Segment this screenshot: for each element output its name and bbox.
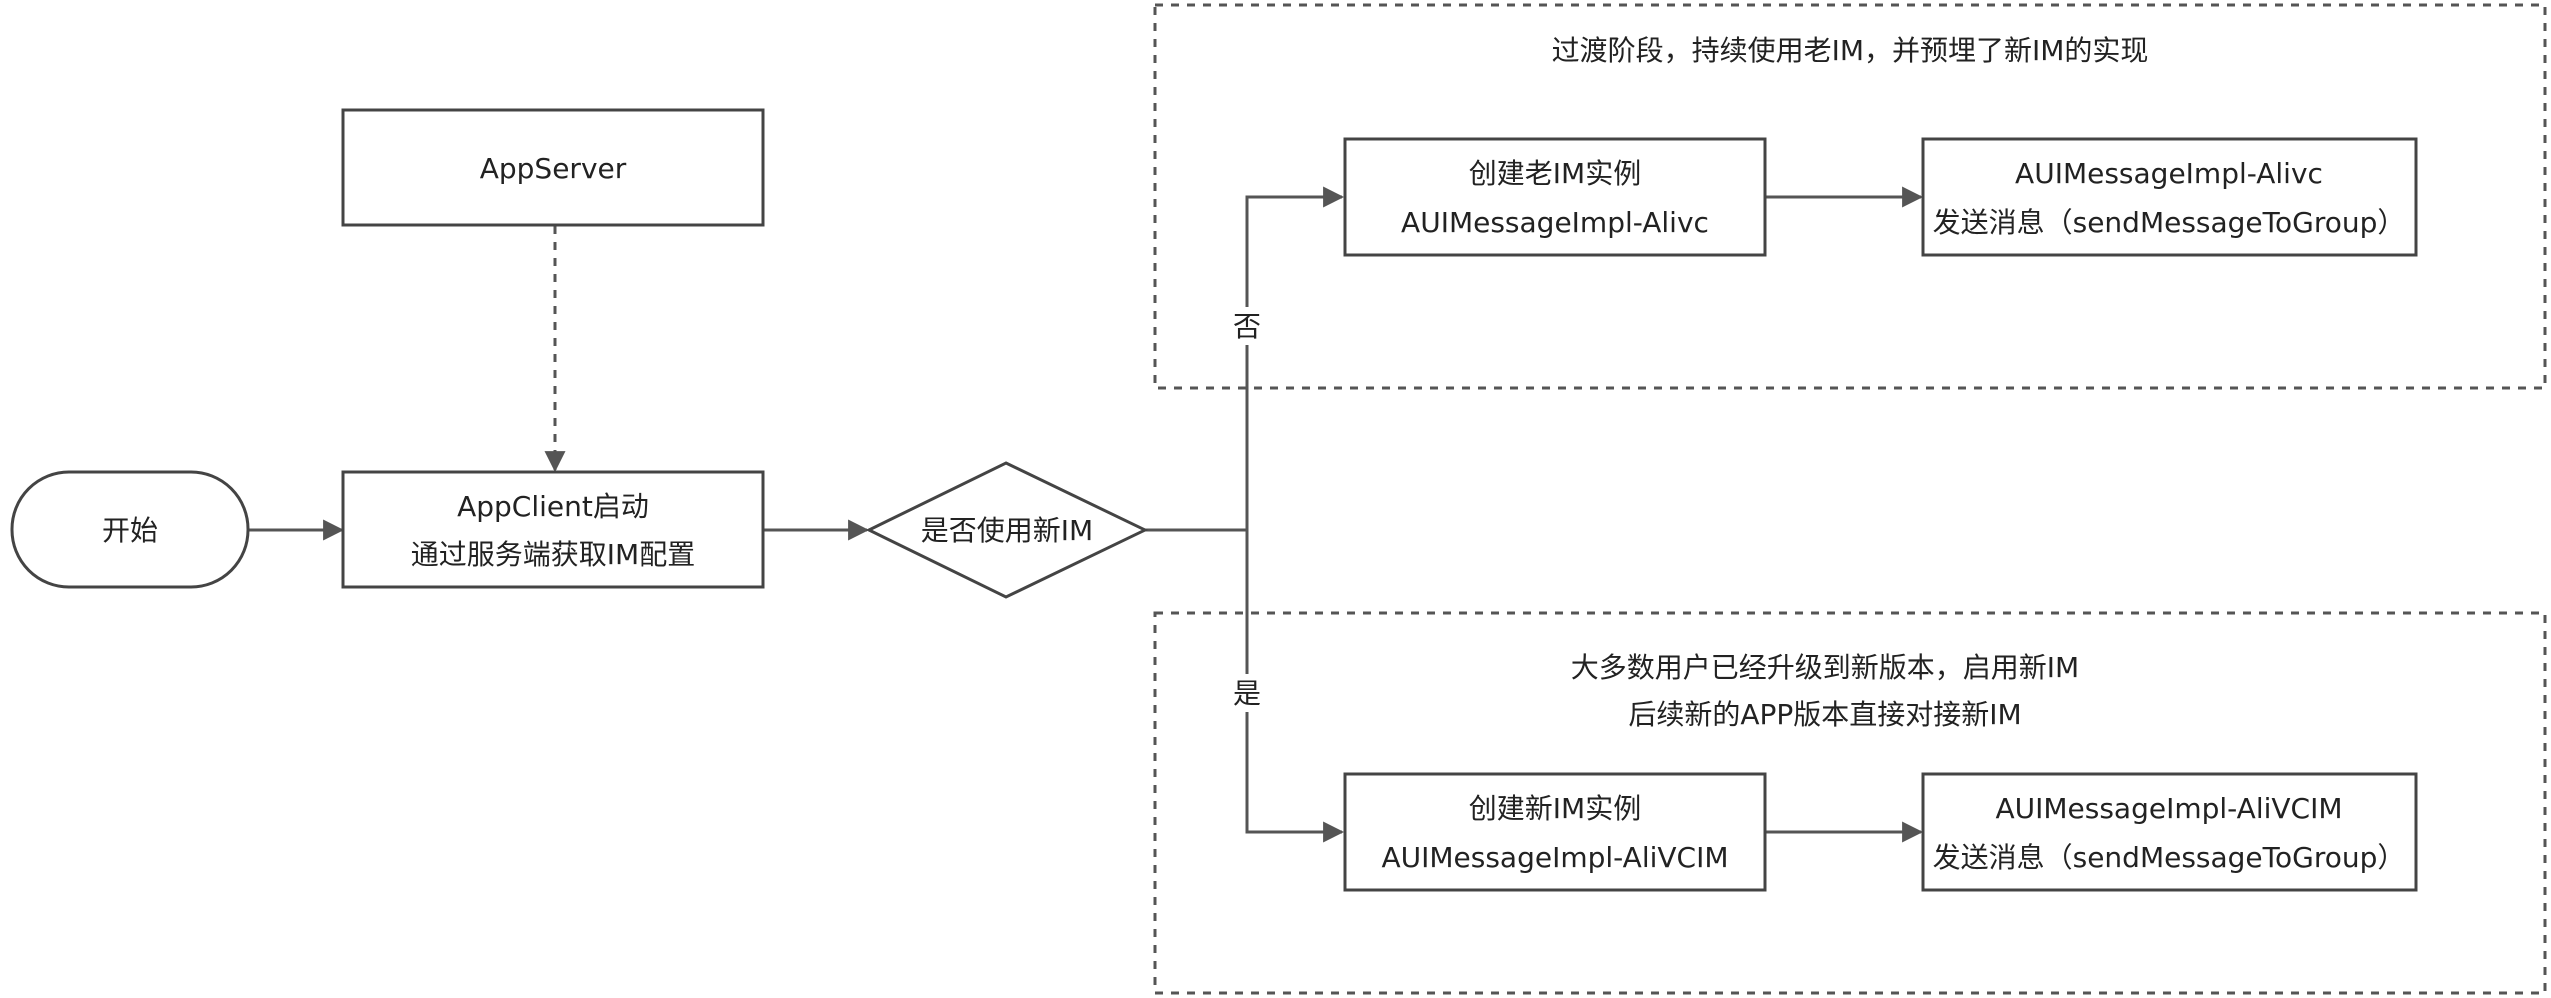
- node-decision: 是否使用新IM: [865, 461, 1149, 599]
- node-decision-label: 是否使用新IM: [921, 514, 1093, 547]
- node-create-new-line1: 创建新IM实例: [1469, 792, 1641, 825]
- edge-label-no: 否: [1228, 307, 1266, 345]
- group-new-title-line2: 后续新的APP版本直接对接新IM: [1628, 698, 2021, 731]
- edge-label-yes-text: 是: [1233, 677, 1261, 710]
- node-start: 开始: [10, 470, 250, 589]
- group-legacy-title: 过渡阶段，持续使用老IM，并预埋了新IM的实现: [1552, 34, 2149, 67]
- edge-label-no-text: 否: [1233, 310, 1261, 343]
- node-appserver: AppServer: [341, 108, 765, 227]
- node-send-new-line1: AUIMessageImpl-AliVCIM: [1995, 792, 2342, 825]
- group-new-im: 大多数用户已经升级到新版本，启用新IM 后续新的APP版本直接对接新IM: [1153, 611, 2547, 995]
- node-create-old-line2: AUIMessageImpl-Alivc: [1401, 206, 1709, 239]
- node-appclient-line2: 通过服务端获取IM配置: [411, 538, 695, 571]
- node-appclient: AppClient启动 通过服务端获取IM配置: [341, 470, 765, 589]
- node-create-old-line1: 创建老IM实例: [1469, 157, 1641, 190]
- group-legacy-im: 过渡阶段，持续使用老IM，并预埋了新IM的实现: [1153, 3, 2547, 390]
- node-appserver-label: AppServer: [480, 152, 627, 185]
- edge-label-yes: 是: [1228, 674, 1266, 712]
- node-start-label: 开始: [102, 514, 158, 547]
- node-create-new-line2: AUIMessageImpl-AliVCIM: [1381, 841, 1728, 874]
- edge-branch-no: [1245, 186, 1345, 530]
- node-send-old-im: AUIMessageImpl-Alivc 发送消息（sendMessageToG…: [1921, 137, 2418, 257]
- edges: [248, 186, 1924, 843]
- node-send-new-im: AUIMessageImpl-AliVCIM 发送消息（sendMessageT…: [1921, 772, 2418, 892]
- node-send-old-line1: AUIMessageImpl-Alivc: [2015, 157, 2323, 190]
- node-appclient-line1: AppClient启动: [457, 490, 649, 523]
- node-send-new-line2: 发送消息（sendMessageToGroup）: [1933, 841, 2406, 874]
- node-send-old-line2: 发送消息（sendMessageToGroup）: [1933, 206, 2406, 239]
- node-create-old-im: 创建老IM实例 AUIMessageImpl-Alivc: [1343, 137, 1767, 257]
- group-new-title-line1: 大多数用户已经升级到新版本，启用新IM: [1571, 651, 2079, 684]
- edge-branch-yes: [1245, 530, 1345, 843]
- node-create-new-im: 创建新IM实例 AUIMessageImpl-AliVCIM: [1343, 772, 1767, 892]
